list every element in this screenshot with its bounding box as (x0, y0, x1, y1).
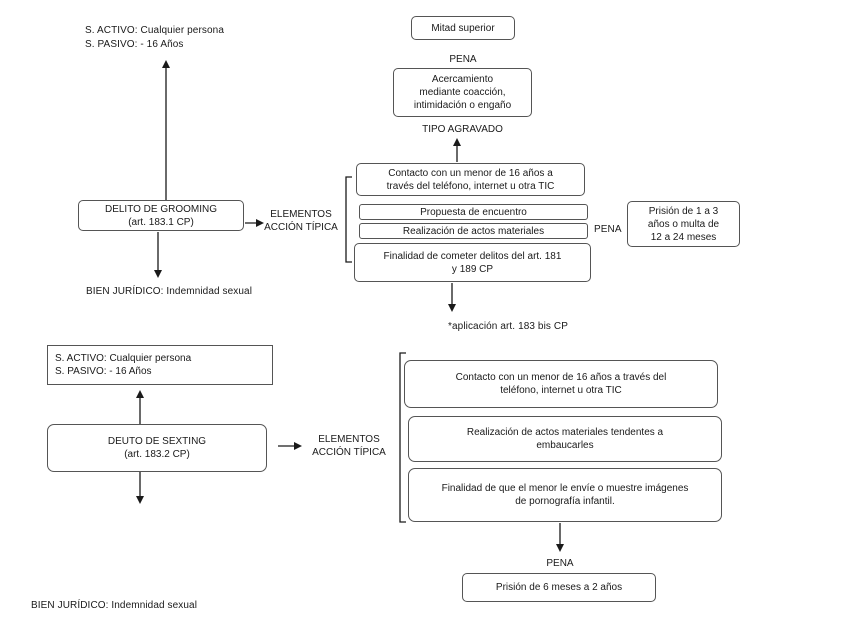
sexting-active-subject: S. ACTIVO: Cualquier persona (55, 353, 192, 364)
grooming-crime-title: DELITO DE GROOMING (104, 203, 218, 215)
grooming-element-contact-line1: Contacto con un menor de 16 años a (388, 167, 553, 179)
grooming-note: *aplicación art. 183 bis CP (448, 321, 568, 332)
sexting-pena-label: PENA (546, 558, 574, 569)
sexting-elements-label-line1: ELEMENTOS (318, 434, 380, 445)
grooming-elements-label-line2: ACCIÓN TÍPICA (264, 222, 338, 233)
sexting-element-purpose: Finalidad de que el menor le envíe o mue… (408, 468, 722, 522)
aggravated-line3: intimidación o engaño (413, 100, 512, 111)
grooming-pena-top: PENA (449, 54, 477, 65)
grooming-elements-label: ELEMENTOS ACCIÓN TÍPICA (262, 208, 340, 234)
grooming-element-contact: Contacto con un menor de 16 años a travé… (356, 163, 585, 196)
sexting-element-contact: Contacto con un menor de 16 años a travé… (404, 360, 718, 408)
sexting-element-purpose-line1: Finalidad de que el menor le envíe o mue… (441, 483, 689, 494)
sexting-elements-label: ELEMENTOS ACCIÓN TÍPICA (306, 433, 392, 459)
grooming-element-purpose: Finalidad de cometer delitos del art. 18… (354, 243, 591, 282)
sexting-element-contact-line2: teléfono, internet u otra TIC (500, 385, 622, 396)
sexting-element-purpose-line2: de pornografía infantil. (515, 496, 615, 507)
aggravated-line2: mediante coacción, (419, 87, 506, 98)
grooming-element-meeting: Propuesta de encuentro (359, 204, 588, 220)
sexting-element-acts-line1: Realización de actos materiales tendente… (466, 427, 664, 438)
sexting-crime-article: (art. 183.2 CP) (124, 449, 190, 460)
grooming-active-subject: S. ACTIVO: Cualquier persona (85, 25, 224, 36)
sexting-penalty-box: Prisión de 6 meses a 2 años (462, 573, 656, 602)
sexting-passive-subject: S. PASIVO: - 16 Años (55, 366, 152, 377)
grooming-penalty-line2: años o multa de (647, 218, 720, 230)
grooming-crime-article: (art. 183.1 CP) (128, 216, 194, 228)
grooming-passive-subject: S. PASIVO: - 16 Años (85, 39, 184, 50)
sexting-elements-label-line2: ACCIÓN TÍPICA (312, 447, 386, 458)
grooming-element-contact-line2: través del teléfono, internet u otra TIC (386, 180, 555, 192)
grooming-element-purpose-line2: y 189 CP (451, 263, 494, 275)
sexting-legal-good: BIEN JURÍDICO: Indemnidad sexual (31, 600, 198, 611)
grooming-crime-box: DELITO DE GROOMING (art. 183.1 CP) (78, 200, 244, 231)
sexting-element-acts-line2: embaucarles (536, 440, 594, 451)
grooming-pena-label: PENA (594, 224, 622, 235)
grooming-elements-bracket (345, 176, 352, 263)
sexting-element-contact-line1: Contacto con un menor de 16 años a travé… (455, 372, 667, 383)
grooming-penalty-box: Prisión de 1 a 3 años o multa de 12 a 24… (627, 201, 740, 247)
sexting-subjects-box: S. ACTIVO: Cualquier persona S. PASIVO: … (47, 345, 273, 385)
grooming-penalty-line3: 12 a 24 meses (650, 231, 717, 243)
grooming-element-purpose-line1: Finalidad de cometer delitos del art. 18… (383, 250, 562, 262)
grooming-legal-good: BIEN JURÍDICO: Indemnidad sexual (86, 286, 253, 297)
grooming-penalty-line1: Prisión de 1 a 3 (648, 205, 719, 217)
sexting-element-acts: Realización de actos materiales tendente… (408, 416, 722, 462)
sexting-crime-box: DEUTO DE SEXTING (art. 183.2 CP) (47, 424, 267, 472)
aggravated-type-label: TIPO AGRAVADO (422, 124, 503, 135)
upper-half-box: Mitad superior (411, 16, 515, 40)
grooming-elements-label-line1: ELEMENTOS (270, 209, 332, 220)
grooming-element-acts: Realización de actos materiales (359, 223, 588, 239)
aggravated-box: Acercamiento mediante coacción, intimida… (393, 68, 532, 117)
sexting-crime-title: DEUTO DE SEXTING (107, 436, 207, 447)
aggravated-line1: Acercamiento (431, 74, 494, 85)
sexting-elements-bracket (399, 352, 406, 523)
